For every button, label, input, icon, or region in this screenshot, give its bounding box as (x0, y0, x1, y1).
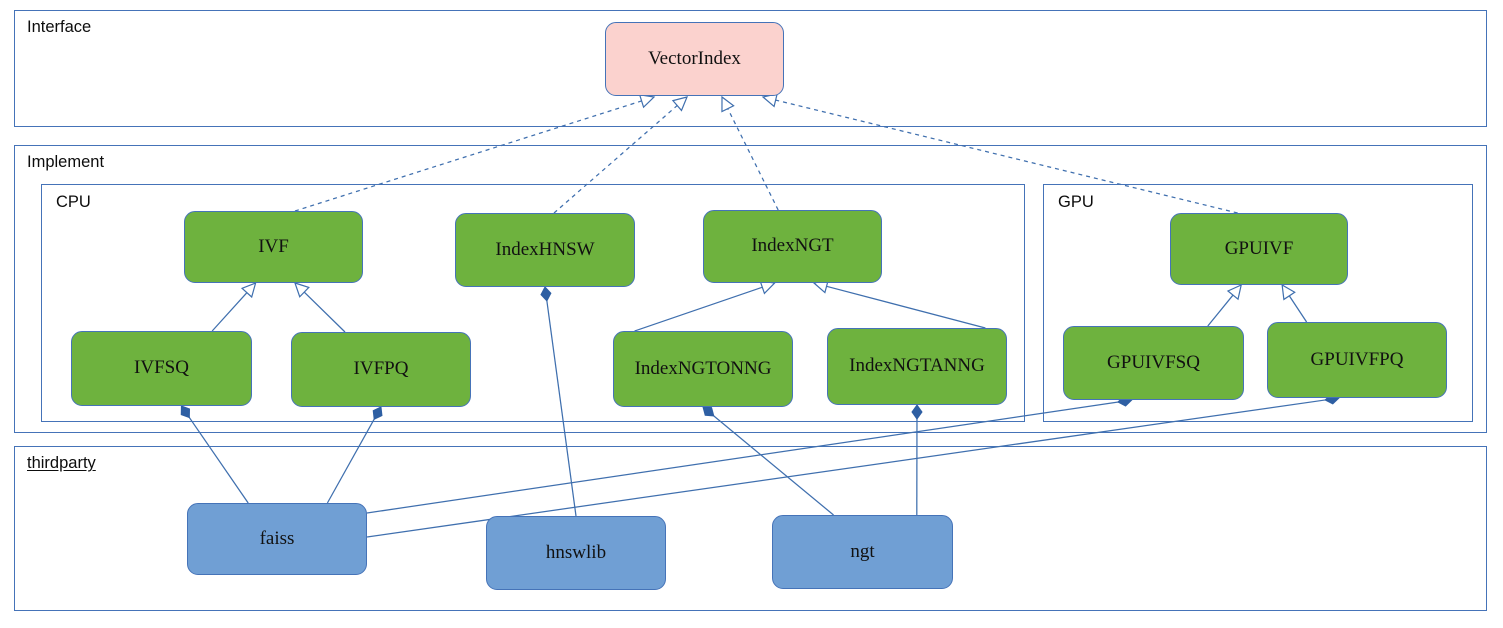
node-hnswlib[interactable]: hnswlib (486, 516, 666, 590)
node-ngt[interactable]: ngt (772, 515, 953, 589)
node-faiss[interactable]: faiss (187, 503, 367, 575)
node-indexngt[interactable]: IndexNGT (703, 210, 882, 283)
node-ivf[interactable]: IVF (184, 211, 363, 283)
group-label-thirdparty: thirdparty (27, 454, 96, 472)
node-indexngtanng[interactable]: IndexNGTANNG (827, 328, 1007, 405)
node-vectorindex[interactable]: VectorIndex (605, 22, 784, 96)
node-gpuivfsq[interactable]: GPUIVFSQ (1063, 326, 1244, 400)
node-ivfsq[interactable]: IVFSQ (71, 331, 252, 406)
node-indexngtonng[interactable]: IndexNGTONNG (613, 331, 793, 407)
group-label-gpu: GPU (1058, 193, 1094, 211)
node-indexhnsw[interactable]: IndexHNSW (455, 213, 635, 287)
node-ivfpq[interactable]: IVFPQ (291, 332, 471, 407)
node-gpuivfpq[interactable]: GPUIVFPQ (1267, 322, 1447, 398)
node-gpuivf[interactable]: GPUIVF (1170, 213, 1348, 285)
group-label-implement: Implement (27, 153, 105, 171)
group-label-interface: Interface (27, 18, 92, 36)
group-label-cpu: CPU (56, 193, 91, 211)
